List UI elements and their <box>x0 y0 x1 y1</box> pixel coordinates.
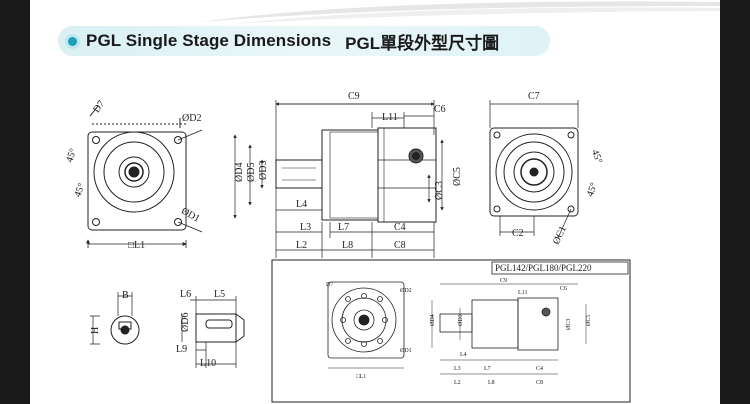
dim-d1: ØD1 <box>179 206 201 225</box>
dim-l3: L3 <box>300 222 311 233</box>
dim-c9: C9 <box>348 91 360 102</box>
dim-d2: ØD2 <box>182 113 201 124</box>
section-title-bar: PGL Single Stage Dimensions PGL單段外型尺寸圖 <box>58 26 550 56</box>
dim-d3: ØD3 <box>258 161 269 180</box>
front-view <box>88 105 203 248</box>
dim-l5: L5 <box>214 289 225 300</box>
section-title-zh: PGL單段外型尺寸圖 <box>345 33 500 53</box>
inset-dim-l4: L4 <box>460 352 467 358</box>
dim-l1: □L1 <box>128 240 145 251</box>
dim-l11: L11 <box>382 112 398 123</box>
inset-dim-d2: ØD2 <box>400 288 412 294</box>
inset-dim-c5: ØC5 <box>586 315 592 326</box>
dim-c7: C7 <box>528 91 540 102</box>
dim-l8: L8 <box>342 240 353 251</box>
inset-dim-c4: C4 <box>536 366 543 372</box>
section-title-en: PGL Single Stage Dimensions <box>86 31 332 50</box>
dim-angle-a: 45° <box>64 147 79 164</box>
dim-l4: L4 <box>296 199 307 210</box>
decorative-swoosh <box>200 1 720 24</box>
key-detail <box>90 292 245 368</box>
dim-d5: ØD5 <box>246 163 257 182</box>
inset-dim-l7: L7 <box>484 366 491 372</box>
dim-d6: ØD6 <box>180 313 191 332</box>
catalog-page: PGL Single Stage Dimensions PGL單段外型尺寸圖 <box>30 0 720 404</box>
dim-angle-c: 45° <box>589 148 604 165</box>
inset-label-box <box>491 261 629 275</box>
inset-front-view <box>327 281 405 369</box>
inset-dim-d4: ØD4 <box>430 314 436 326</box>
back-view <box>489 100 579 239</box>
dim-h: H <box>90 327 101 334</box>
dim-c4: C4 <box>394 222 406 233</box>
dim-angle-d: 45° <box>585 181 600 198</box>
inset-dim-l3: L3 <box>454 366 461 372</box>
dim-b: B <box>122 290 129 301</box>
inset-dim-l1: □L1 <box>356 374 366 380</box>
inset-dim-c3: ØC3 <box>566 319 572 330</box>
bullet-icon <box>68 36 77 46</box>
dim-l10: L10 <box>200 358 216 369</box>
dim-c8: C8 <box>394 240 406 251</box>
inset-dim-l11: L11 <box>518 290 527 296</box>
inset-frame <box>271 259 631 403</box>
dimension-drawing: ØD2 D7 45° 45° ØD1 □L1 <box>64 91 631 403</box>
inset-dim-c6: C6 <box>560 286 567 292</box>
inset-dim-d1: ØD1 <box>400 348 412 354</box>
dim-angle-b: 45° <box>72 182 87 199</box>
dim-l2: L2 <box>296 240 307 251</box>
dim-d7: D7 <box>91 99 107 115</box>
inset-dim-c8: C8 <box>536 380 543 386</box>
dim-l9: L9 <box>176 344 187 355</box>
inset-label: PGL142/PGL180/PGL220 <box>495 263 592 273</box>
inset-dim-d7: D7 <box>326 282 333 288</box>
dim-c1: ØC1 <box>551 224 569 246</box>
inset-dim-l2: L2 <box>454 380 461 386</box>
inset-dim-l8: L8 <box>488 380 495 386</box>
inset-dim-c9: C9 <box>500 278 507 284</box>
dim-l7: L7 <box>338 222 349 233</box>
dim-c6: C6 <box>434 104 446 115</box>
dim-c5: ØC5 <box>452 167 463 186</box>
dim-c3: ØC3 <box>434 181 445 200</box>
dim-l6: L6 <box>180 289 191 300</box>
dim-d4: ØD4 <box>234 163 245 182</box>
dim-c2: C2 <box>512 228 524 239</box>
inset-side-view <box>431 283 587 375</box>
inset-dim-d3: ØD3 <box>458 314 464 326</box>
side-view <box>233 100 444 258</box>
